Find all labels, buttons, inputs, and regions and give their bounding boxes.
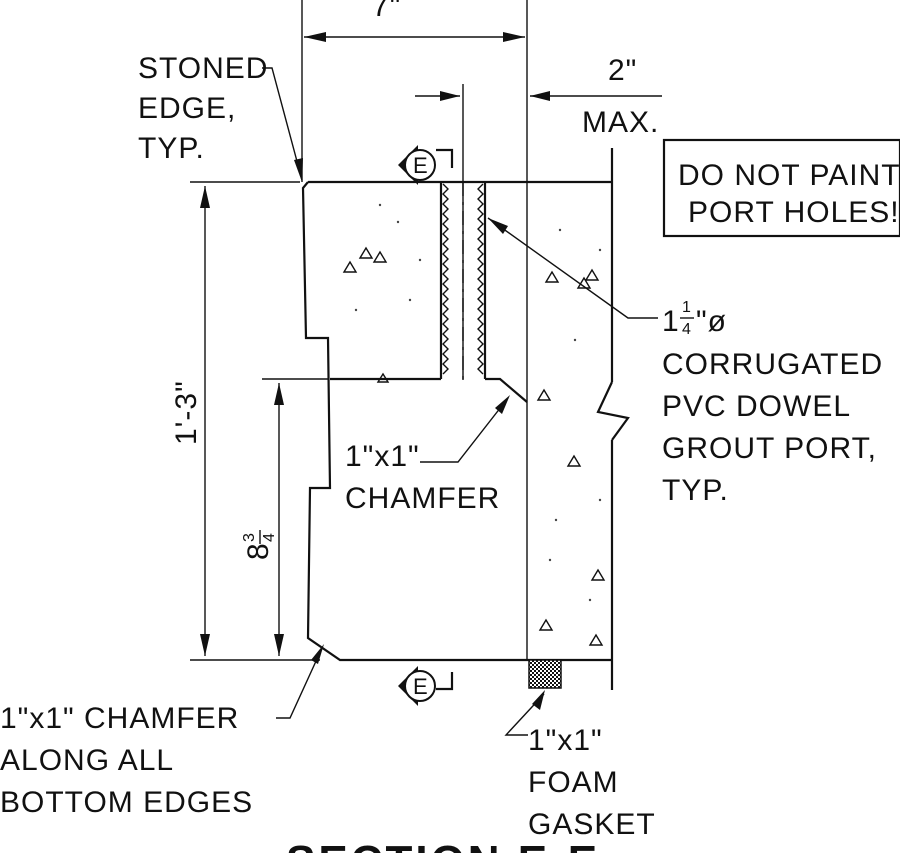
max-offset-value: 2" — [608, 54, 637, 87]
svg-text:ALONG ALL: ALONG ALL — [0, 744, 174, 777]
svg-text:STONED: STONED — [138, 52, 268, 85]
svg-text:8: 8 — [242, 542, 275, 560]
svg-text:E: E — [413, 674, 428, 699]
dowel-port — [439, 182, 487, 379]
svg-text:TYP.: TYP. — [662, 474, 729, 507]
svg-text:GASKET: GASKET — [528, 808, 656, 841]
svg-text:CHAMFER: CHAMFER — [345, 482, 500, 515]
section-caption: SECTION E-E — [286, 837, 600, 853]
overall-height-dimension: 1'-3" — [170, 181, 320, 661]
svg-text:4: 4 — [682, 321, 691, 338]
chamfer-callout: 1"x1" CHAMFER — [345, 395, 510, 515]
svg-text:1"x1": 1"x1" — [528, 724, 603, 757]
max-offset-dimension: 2" MAX. — [415, 54, 662, 380]
note-line-1: DO NOT PAINT — [678, 159, 900, 192]
bottom-chamfer-callout: 1"x1" CHAMFER ALONG ALL BOTTOM EDGES — [0, 644, 324, 819]
svg-text:CORRUGATED: CORRUGATED — [662, 348, 883, 381]
lower-height-dimension: 8 3 4 — [241, 378, 328, 656]
svg-text:3: 3 — [241, 533, 258, 542]
svg-text:TYP.: TYP. — [138, 132, 205, 165]
note-line-2: PORT HOLES! — [688, 196, 900, 229]
stoned-edge-callout: STONED EDGE, TYP. — [138, 52, 303, 182]
svg-text:1: 1 — [682, 299, 691, 316]
svg-text:4: 4 — [261, 533, 278, 542]
svg-text:1'-3": 1'-3" — [170, 380, 203, 445]
max-offset-label: MAX. — [582, 106, 659, 139]
port-callout: 1 1 4 "ø CORRUGATED PVC DOWEL GROUT PORT… — [487, 217, 883, 507]
svg-text:GROUT PORT,: GROUT PORT, — [662, 432, 877, 465]
precast-panel — [301, 148, 630, 690]
svg-text:1"x1" CHAMFER: 1"x1" CHAMFER — [0, 702, 239, 735]
foam-gasket: 1"x1" FOAM GASKET — [504, 659, 656, 841]
section-marker-bottom: E — [398, 666, 454, 706]
svg-text:E: E — [413, 153, 428, 178]
svg-text:PVC DOWEL: PVC DOWEL — [662, 390, 851, 423]
top-width-label: 7" — [372, 0, 401, 23]
top-width-dimension: 7" — [301, 0, 528, 660]
aggregate-marks — [342, 203, 606, 646]
svg-text:EDGE,: EDGE, — [138, 92, 236, 125]
svg-text:1: 1 — [662, 305, 680, 338]
svg-text:1"x1": 1"x1" — [345, 440, 420, 473]
svg-text:BOTTOM EDGES: BOTTOM EDGES — [0, 786, 253, 819]
svg-text:FOAM: FOAM — [528, 766, 619, 799]
section-marker-top: E — [398, 145, 454, 185]
note-box: DO NOT PAINT PORT HOLES! — [662, 138, 900, 238]
svg-text:"ø: "ø — [696, 305, 727, 338]
